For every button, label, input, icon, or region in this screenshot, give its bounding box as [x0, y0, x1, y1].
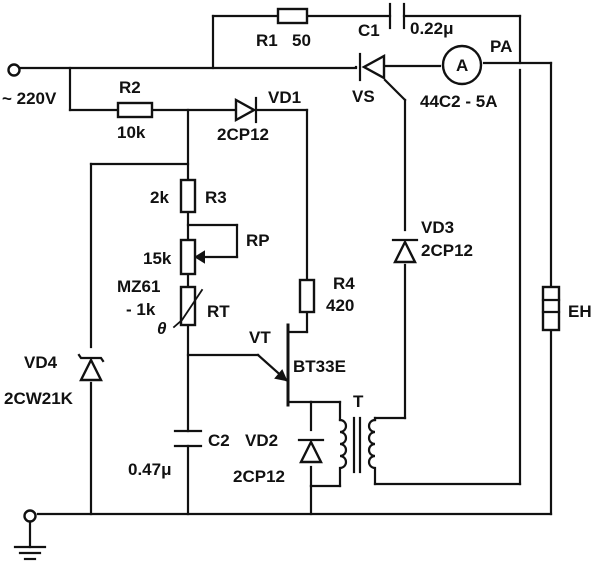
c1-label: C1: [358, 21, 380, 40]
ammeter-symbol: A: [456, 56, 468, 75]
diode-vd3-icon: [391, 238, 419, 264]
r1-label: R1: [256, 31, 278, 50]
r1-value: 50: [292, 31, 311, 50]
zener-vd4-icon: [77, 353, 105, 382]
resistor-r2-icon: [116, 101, 154, 119]
potentiometer-rp-icon: [179, 238, 205, 276]
transformer-label: T: [353, 392, 364, 411]
vd2-label: VD2: [245, 431, 278, 450]
supply-terminal-bottom: [23, 509, 37, 523]
c2-label: C2: [208, 431, 230, 450]
c1-value: 0.22μ: [410, 19, 454, 38]
thermistor-rt-icon: [172, 285, 204, 329]
ammeter-pa-icon: [441, 44, 483, 86]
ground-icon: [13, 545, 47, 561]
capacitor-c2-icon: [173, 429, 203, 448]
r3-label: R3: [205, 188, 227, 207]
resistor-r1-icon: [276, 7, 309, 25]
rt-value: - 1k: [126, 300, 156, 319]
rt-part-number: MZ61: [117, 277, 160, 296]
c2-value: 0.47μ: [128, 460, 172, 479]
vt-part-number: BT33E: [293, 357, 346, 376]
r4-label: R4: [333, 274, 355, 293]
vd2-part-number: 2CP12: [233, 467, 285, 486]
vd3-part-number: 2CP12: [421, 241, 473, 260]
supply-voltage-label: ~ 220V: [2, 89, 57, 108]
resistor-r3-icon: [179, 178, 197, 214]
eh-label: EH: [568, 302, 592, 321]
vd1-label: VD1: [268, 88, 301, 107]
vd3-label: VD3: [421, 218, 454, 237]
resistor-r4-icon: [298, 278, 316, 314]
vd1-part-number: 2CP12: [217, 125, 269, 144]
transistor-vt-icon: [256, 323, 290, 407]
vs-part-number: 44C2 - 5A: [420, 92, 497, 111]
vd4-part-number: 2CW21K: [4, 389, 74, 408]
r2-value: 10k: [117, 123, 146, 142]
rp-value: 15k: [143, 249, 172, 268]
rp-label: RP: [246, 231, 270, 250]
pa-label: PA: [490, 37, 512, 56]
wires: [18, 14, 553, 549]
rt-theta: θ: [157, 319, 167, 338]
r4-value: 420: [326, 296, 354, 315]
thyristor-vs-icon: [354, 52, 386, 82]
r3-value: 2k: [150, 188, 169, 207]
capacitor-c1-icon: [388, 2, 406, 30]
supply-terminal-top: [7, 63, 21, 77]
heater-eh-icon: [541, 285, 561, 332]
diode-vd1-icon: [234, 96, 258, 124]
r2-label: R2: [119, 78, 141, 97]
vs-label: VS: [352, 87, 375, 106]
vd4-label: VD4: [24, 353, 58, 372]
transformer-t-icon: [338, 416, 377, 474]
rt-label: RT: [207, 302, 230, 321]
vt-label: VT: [249, 328, 271, 347]
diode-vd2-icon: [297, 438, 325, 464]
